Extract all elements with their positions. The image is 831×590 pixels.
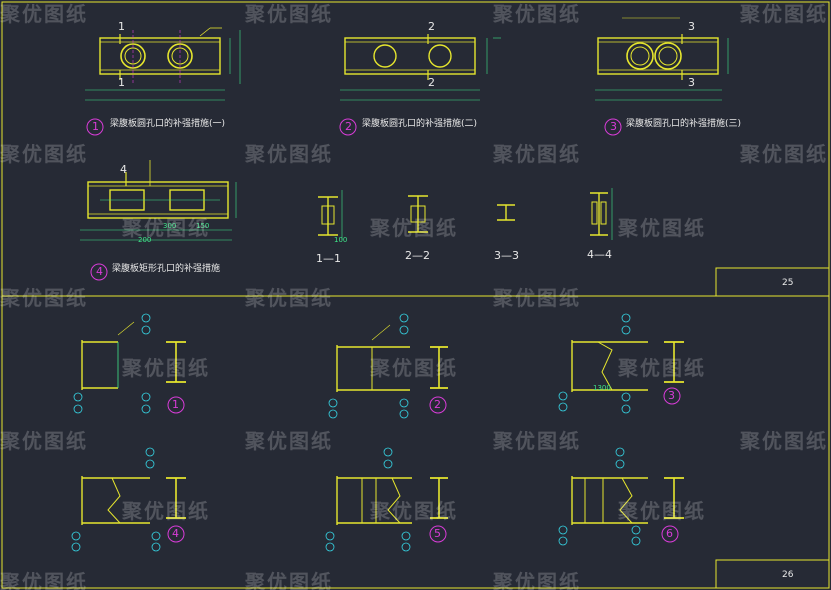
section-2-2 bbox=[408, 195, 428, 233]
dim-label-100: 100 bbox=[334, 236, 348, 244]
detail-bottom-2 bbox=[328, 313, 448, 419]
detail-bottom-5 bbox=[325, 447, 448, 552]
detail-title-4: 梁腹板矩形孔口的补强措施 bbox=[112, 264, 221, 274]
cut-number-4-top: 4 bbox=[120, 163, 127, 176]
detail-title-3: 梁腹板圆孔口的补强措施(三) bbox=[626, 119, 742, 129]
section-label-2: 2—2 bbox=[405, 249, 430, 262]
cut-number-3-bottom: 3 bbox=[688, 76, 695, 89]
detail-bottom-3 bbox=[558, 313, 684, 414]
cut-number-2-bottom: 2 bbox=[428, 76, 435, 89]
detail-top-3 bbox=[595, 17, 729, 136]
bottom-marker-5: 5 bbox=[434, 527, 441, 540]
cut-number-2-top: 2 bbox=[428, 20, 435, 33]
dim-label-200: 200 bbox=[138, 236, 152, 244]
detail-title-2: 梁腹板圆孔口的补强措施(二) bbox=[362, 119, 478, 129]
cut-number-1-bottom: 1 bbox=[118, 76, 125, 89]
bottom-marker-6: 6 bbox=[666, 527, 673, 540]
cut-number-1-top: 1 bbox=[118, 20, 125, 33]
detail-bottom-4 bbox=[71, 447, 186, 552]
detail-title-1: 梁腹板圆孔口的补强措施(一) bbox=[110, 119, 226, 129]
sheet-number-26: 26 bbox=[782, 570, 794, 580]
bottom-marker-1: 1 bbox=[172, 398, 179, 411]
sheet-number-25: 25 bbox=[782, 278, 794, 288]
cut-number-3-top: 3 bbox=[688, 20, 695, 33]
bottom-marker-2: 2 bbox=[434, 398, 441, 411]
detail-marker-2: 2 bbox=[345, 120, 352, 133]
section-label-3: 3—3 bbox=[494, 249, 519, 262]
title-block-25 bbox=[715, 267, 830, 297]
section-1-1 bbox=[318, 190, 343, 240]
bottom-marker-4: 4 bbox=[172, 527, 179, 540]
dim-label-1300: 1300 bbox=[593, 384, 611, 392]
detail-top-1 bbox=[85, 27, 241, 136]
detail-marker-1: 1 bbox=[92, 120, 99, 133]
title-block-26 bbox=[715, 559, 830, 589]
dim-label-300: 300 bbox=[163, 222, 177, 230]
detail-top-4 bbox=[80, 160, 237, 281]
section-3-3 bbox=[497, 204, 515, 221]
detail-top-2 bbox=[339, 34, 501, 136]
section-label-4: 4—4 bbox=[587, 248, 612, 261]
detail-bottom-1 bbox=[73, 313, 186, 414]
section-label-1: 1—1 bbox=[316, 252, 341, 265]
section-4-4 bbox=[590, 188, 613, 240]
dim-label-150: 150 bbox=[196, 222, 210, 230]
bottom-marker-3: 3 bbox=[668, 389, 675, 402]
detail-marker-4: 4 bbox=[96, 265, 103, 278]
detail-bottom-6 bbox=[558, 447, 684, 546]
detail-marker-3: 3 bbox=[610, 120, 617, 133]
